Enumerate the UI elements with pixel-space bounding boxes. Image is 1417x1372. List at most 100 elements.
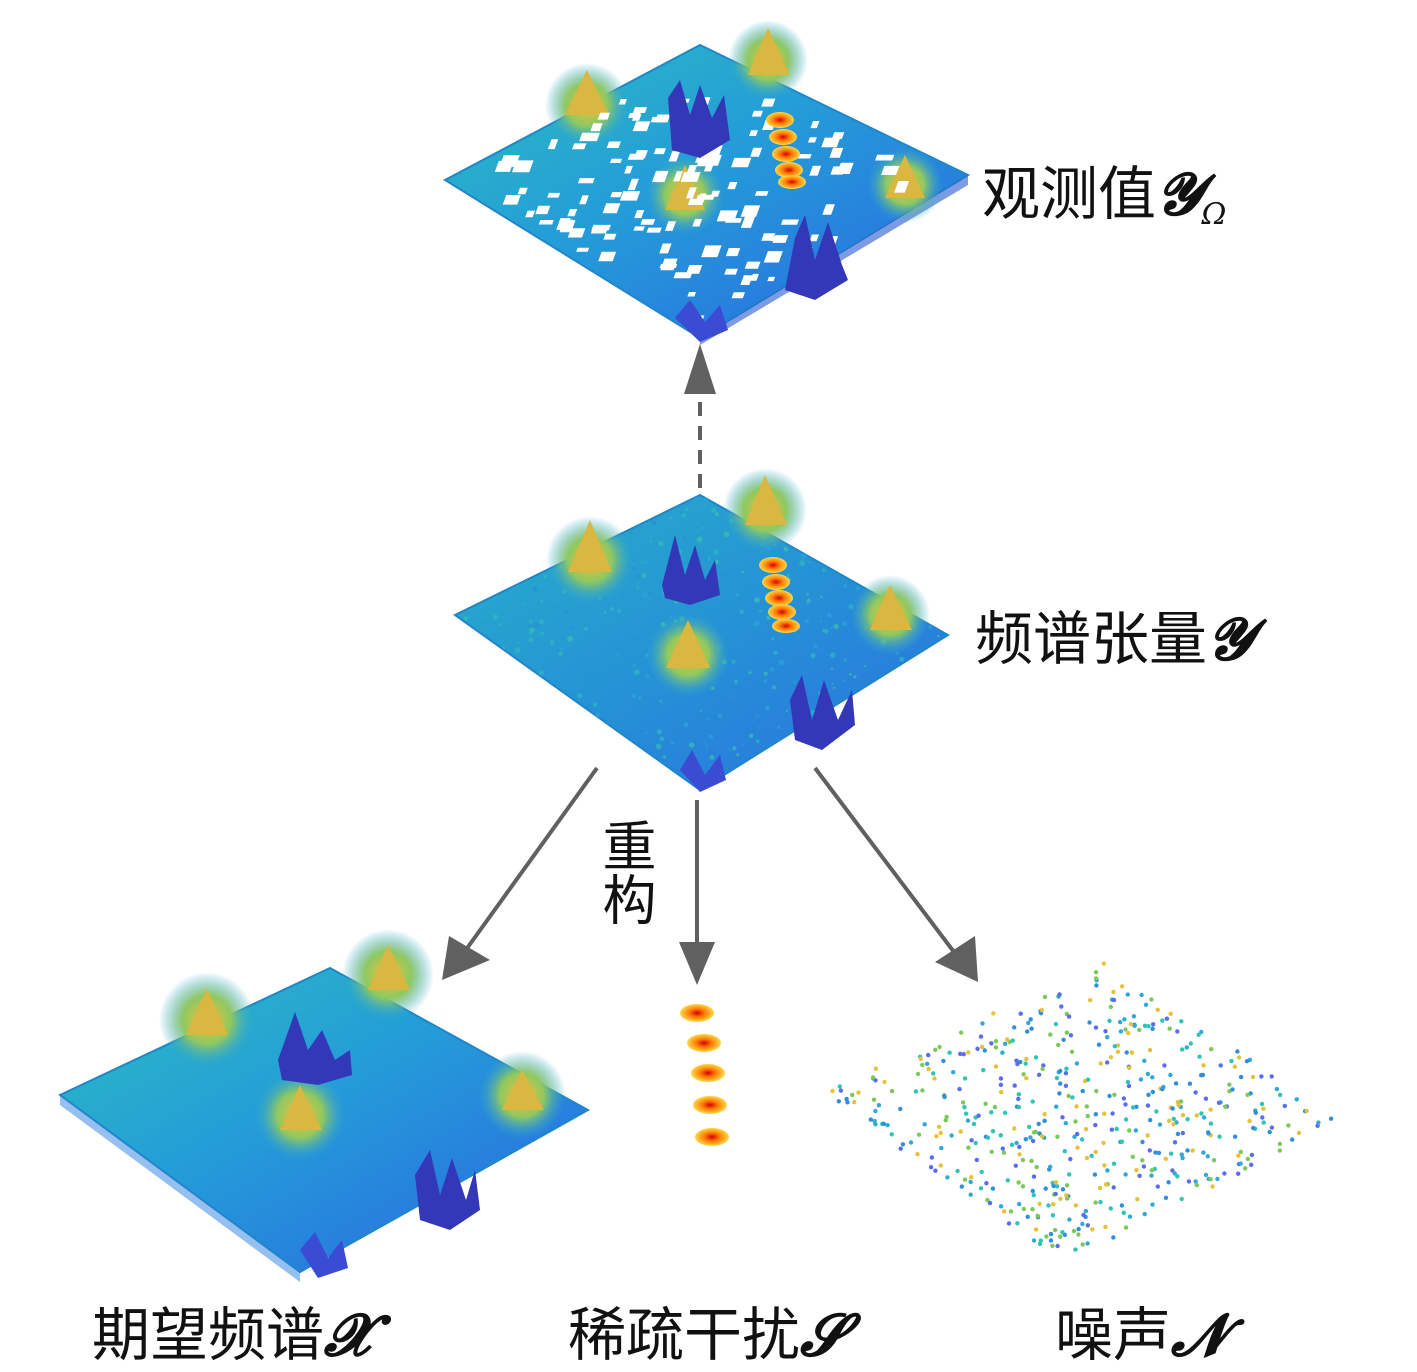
surface-grain xyxy=(855,586,861,591)
sparse-text: 稀疏干扰 xyxy=(568,1301,801,1369)
missing-entry xyxy=(567,209,578,217)
noise-symbol: 𝓝 xyxy=(1171,1301,1227,1369)
surface-grain xyxy=(806,565,812,571)
missing-entry xyxy=(687,292,697,297)
missing-entry xyxy=(821,137,841,148)
surface-grain xyxy=(678,511,682,515)
noise-point xyxy=(1074,1061,1080,1066)
missing-entry xyxy=(602,203,621,214)
noise-point xyxy=(1085,1223,1091,1228)
noise-point xyxy=(838,1088,844,1093)
surface-grain xyxy=(689,742,695,748)
expected-text: 期望频谱 xyxy=(92,1301,325,1369)
noise-point xyxy=(1282,1103,1288,1109)
noise-point xyxy=(1115,1049,1121,1055)
noise-point xyxy=(1201,1115,1207,1120)
noise-point xyxy=(920,1088,925,1093)
noise-point xyxy=(876,1103,882,1108)
noise-point xyxy=(1073,1247,1078,1252)
noise-point xyxy=(1210,1184,1215,1189)
missing-entry xyxy=(807,137,817,143)
noise-point xyxy=(1155,1007,1160,1012)
noise-point xyxy=(1016,1092,1021,1097)
noise-point xyxy=(1236,1153,1241,1158)
missing-entry xyxy=(653,148,666,155)
surface-grain xyxy=(683,536,687,540)
noise-point xyxy=(1051,1202,1056,1207)
noise-point xyxy=(1179,1152,1185,1157)
surface-grain xyxy=(582,605,585,608)
surface-grain xyxy=(758,609,762,613)
noise-point xyxy=(998,1076,1004,1081)
noise-point xyxy=(1064,1183,1070,1188)
surface-grain xyxy=(843,584,848,588)
noise-point xyxy=(993,1039,999,1044)
surface-grain xyxy=(806,598,811,603)
noise-point xyxy=(1103,1224,1108,1230)
noise-point xyxy=(1150,1075,1155,1080)
noise-point xyxy=(1175,1131,1181,1137)
noise-point xyxy=(1130,1154,1136,1160)
surface-grain xyxy=(633,669,640,676)
noise-point xyxy=(1250,1074,1256,1080)
noise-point xyxy=(971,1121,977,1127)
noise-point xyxy=(1126,1030,1131,1036)
noise-point xyxy=(1087,1020,1092,1025)
noise-point xyxy=(1008,1209,1014,1214)
surface-grain xyxy=(848,628,851,632)
noise-point xyxy=(1244,1059,1250,1064)
noise-point xyxy=(1245,1156,1251,1162)
surface-grain xyxy=(711,507,717,513)
noise-point xyxy=(1203,1172,1209,1178)
noise-point xyxy=(1147,1047,1153,1053)
noise-point xyxy=(1096,1042,1102,1047)
noise-point xyxy=(1054,1075,1060,1081)
surface-grain xyxy=(594,645,598,649)
noise-point xyxy=(1090,1227,1095,1232)
noise-point xyxy=(1020,1184,1026,1189)
noise-point xyxy=(1057,992,1062,997)
noise-point xyxy=(1180,1155,1185,1161)
noise-point xyxy=(1039,1007,1045,1013)
surface-grain xyxy=(778,659,785,666)
surface-grain xyxy=(864,665,867,668)
noise-point xyxy=(1020,1157,1026,1163)
noise-point xyxy=(913,1089,919,1094)
noise-point xyxy=(1178,1099,1184,1104)
noise-point xyxy=(1164,1016,1170,1021)
noise-point xyxy=(1036,1072,1042,1078)
missing-entry xyxy=(632,121,651,132)
noise-point xyxy=(947,1050,952,1055)
noise-point xyxy=(1118,1029,1124,1034)
surface-grain xyxy=(694,497,698,500)
noise-point xyxy=(1180,1112,1186,1118)
surface-grain xyxy=(705,745,709,748)
noise-point xyxy=(1150,1022,1156,1027)
noise-point xyxy=(1060,1230,1065,1235)
surface-grain xyxy=(593,702,598,707)
noise-point xyxy=(1186,1179,1192,1184)
noise-point xyxy=(951,1070,956,1075)
noise-point xyxy=(1093,970,1099,975)
noise-point xyxy=(1196,1032,1201,1037)
surface-grain xyxy=(517,641,520,645)
noise-point xyxy=(1088,998,1093,1003)
surface-grain xyxy=(510,633,514,636)
noise-point xyxy=(1026,1020,1031,1026)
noise-point xyxy=(1002,1110,1008,1116)
noise-point xyxy=(1193,1090,1198,1095)
surface-grain xyxy=(770,667,775,672)
noise-point xyxy=(1017,1201,1022,1207)
noise-point xyxy=(1145,1133,1150,1138)
noise-point xyxy=(1028,1017,1033,1022)
noise-point xyxy=(992,1104,998,1110)
surface-grain xyxy=(483,615,488,619)
missing-entry xyxy=(535,205,551,215)
surface-grain xyxy=(739,609,744,614)
surface-grain xyxy=(636,586,640,589)
surface-grain xyxy=(783,546,789,552)
noise-point xyxy=(1103,1029,1108,1034)
noise-point xyxy=(1060,1187,1066,1192)
noise-point xyxy=(1261,1120,1266,1125)
surface-grain xyxy=(692,724,695,727)
